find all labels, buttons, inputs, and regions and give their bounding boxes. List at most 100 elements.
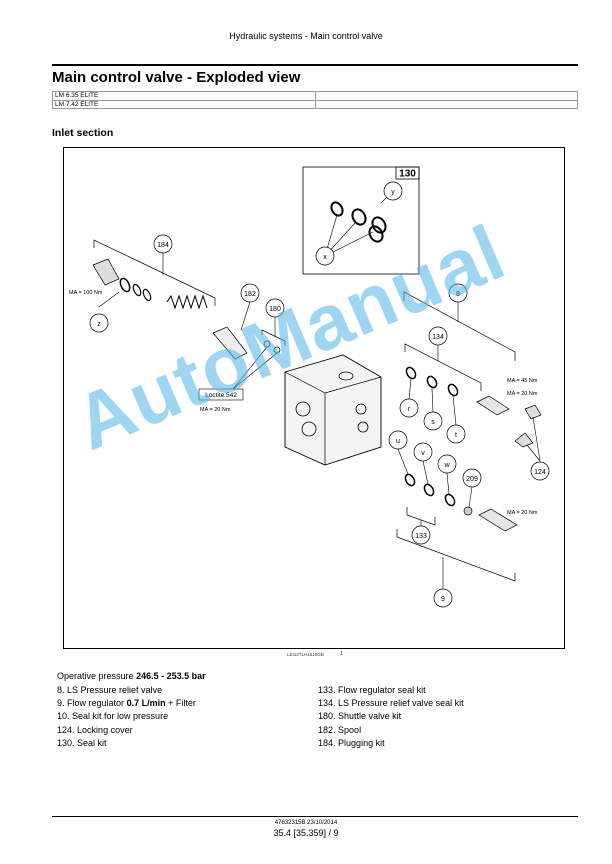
callout-9: 9 [441,596,445,603]
model-row: LM 6.35 ELITE [52,91,578,101]
callout-circle [446,424,466,444]
callout-circle [388,430,408,450]
plug [92,258,120,286]
figure-frame [63,147,565,649]
torque-label: MA = 20 Nm [507,510,538,516]
seal-ring [371,216,387,234]
callout-circle [448,283,468,303]
callout-circle [433,588,453,608]
callout-circle [411,525,431,545]
callout-180: 180 [269,306,281,313]
o-ring [423,483,435,497]
locking-cover [524,404,542,420]
torque-label: MA = 45 Nm [507,378,538,384]
model-cell: LM 6.35 ELITE [52,91,316,101]
callout-circle [153,234,173,254]
o-ring [405,366,417,380]
loctite-label: Loctite 542 [205,392,237,399]
exploded-view-diagram: 130 y x 184 z MA = 100 Nm 182 180 Loctit… [69,166,550,608]
callout-z: z [97,321,101,328]
port [355,403,367,415]
callout-182: 182 [244,291,256,298]
callout-circle [383,181,403,201]
torque-label: MA = 100 Nm [69,290,103,296]
operative-pressure-value: 246.5 - 253.5 bar [136,671,206,681]
callout-y: y [391,189,395,196]
callout-t: t [455,432,457,439]
legend-item: 8. LS Pressure relief valve [57,685,163,695]
torque-label: MA = 20 Nm [200,407,231,413]
callout-circle [240,283,260,303]
o-ring [404,473,416,487]
footer-rule [52,816,578,817]
callout-8: 8 [456,291,460,298]
o-ring [426,375,438,389]
callout-circle [462,468,482,488]
legend-item: 10. Seal kit for low pressure [57,711,169,722]
callout-134: 134 [432,334,444,341]
o-ring [142,288,152,302]
callout-r: r [408,406,411,413]
relief-valve-cartridge [476,395,510,416]
legend-item: 124. Locking cover [57,724,133,735]
spring [166,294,208,310]
legend-item: 182. Spool [318,724,362,735]
section-title: Main control valve - Exploded view [52,69,301,86]
legend-item: 134. LS Pressure relief valve seal kit [318,698,464,709]
callout-circle [399,398,419,418]
legend-left: 8. LS Pressure relief valve 9. Flow regu… [57,684,196,750]
callout-133: 133 [415,533,427,540]
filter [463,506,473,516]
callout-circle [423,411,443,431]
callout-x: x [323,254,327,261]
o-ring [447,383,459,397]
operative-pressure-label: Operative pressure [57,671,134,681]
callout-v: v [421,450,425,457]
callout-circle [530,461,550,481]
operative-pressure: Operative pressure 246.5 - 253.5 bar [57,671,206,681]
port [295,401,311,417]
figure-code: LEI12TLH1510GB [287,652,324,657]
title-rule [52,64,578,66]
callout-s: s [431,419,435,426]
spool [212,326,248,360]
port [338,371,354,381]
legend-item: 133. Flow regulator seal kit [318,685,426,695]
valve-body [284,354,382,466]
figure-number: 1 [340,651,344,657]
legend-item: 9. Flow regulator 0.7 L/min + Filter [57,698,196,709]
empty-cell [315,91,578,101]
model-cell: LM 7.42 ELITE [52,99,316,109]
callout-circle [428,326,448,346]
callout-circle [315,246,335,266]
callout-124: 124 [534,469,546,476]
legend-right: 133. Flow regulator seal kit 134. LS Pre… [318,684,464,750]
o-ring [444,493,456,507]
loctite-box [198,388,244,401]
callout-209: 209 [466,476,478,483]
inset-label-box [395,166,420,180]
callout-184: 184 [157,242,169,249]
model-applicability-table: LM 6.35 ELITE LM 7.42 ELITE [52,91,578,109]
seal-ring [330,201,344,217]
callout-130: 130 [399,169,416,180]
callout-circle [265,298,285,318]
o-ring [119,277,131,293]
o-ring [132,283,142,297]
callout-w: w [443,462,450,469]
callout-circle [89,313,109,333]
callout-circle [437,454,457,474]
seal-ring [368,225,384,243]
legend-item: 130. Seal kit [57,737,107,748]
callout-u: u [396,438,400,445]
torque-label: MA = 20 Nm [507,391,538,397]
seal-kit-inset [302,166,420,275]
footer-doc-code: 47632315B 23/10/2014 [274,820,338,826]
port [357,421,369,433]
flow-regulator [478,508,518,532]
seal-ring [351,208,367,226]
legend-item: 180. Shuttle valve kit [318,711,402,722]
running-header: Hydraulic systems - Main control valve [229,31,383,41]
model-row: LM 7.42 ELITE [52,99,578,109]
port [301,421,317,437]
